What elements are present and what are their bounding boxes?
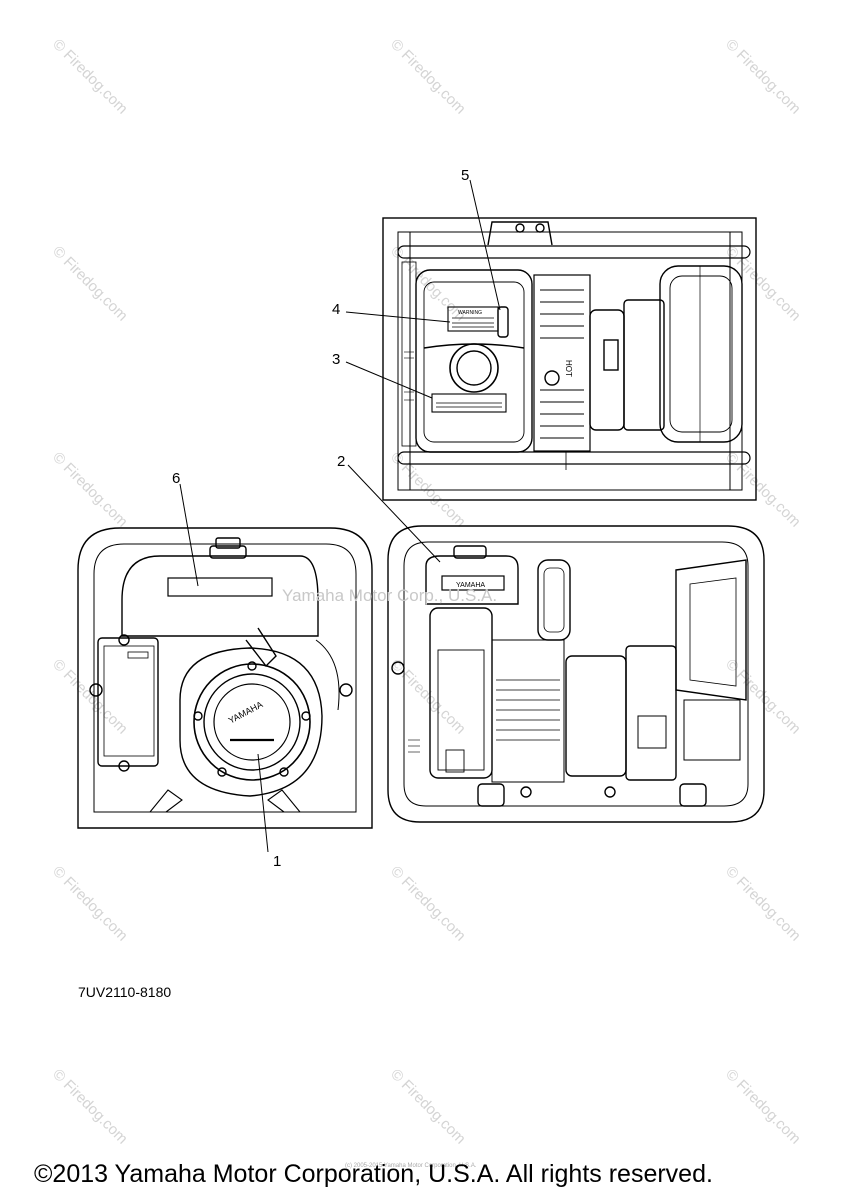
- watermark: © Firedog.com: [49, 36, 131, 118]
- watermark: © Firedog.com: [49, 656, 131, 738]
- callout-number-6: 6: [172, 470, 180, 487]
- part-code: 7UV2110-8180: [78, 984, 172, 1000]
- top-view-drawing: [382, 217, 757, 501]
- watermark: © Firedog.com: [722, 863, 804, 945]
- callout-number-1: 1: [273, 853, 281, 870]
- watermark: © Firedog.com: [49, 449, 131, 531]
- watermark: © Firedog.com: [387, 656, 469, 738]
- callout-number-5: 5: [461, 167, 469, 184]
- yamaha-side-text: YAMAHA: [456, 582, 485, 589]
- yamaha-front-text: YAMAHA: [227, 699, 265, 725]
- watermark: © Firedog.com: [387, 863, 469, 945]
- leader-line-1: [257, 753, 269, 853]
- watermark: © Firedog.com: [49, 863, 131, 945]
- leader-line-3: [345, 361, 433, 399]
- watermark: © Firedog.com: [722, 36, 804, 118]
- front-view-drawing: [77, 527, 373, 829]
- side-view-drawing: [387, 525, 765, 823]
- hot-label-text: HOT: [564, 360, 573, 377]
- watermark: © Firedog.com: [387, 1066, 469, 1148]
- leader-line-4: [345, 311, 451, 323]
- leader-line-6: [179, 483, 199, 587]
- warning-label-text: WARNING: [458, 310, 482, 316]
- copyright-footer: ©2013 Yamaha Motor Corporation, U.S.A. A…: [34, 1160, 713, 1188]
- small-copyright: (c) 2005-2015 Yamaha Motor Corporation, …: [345, 1163, 477, 1169]
- callout-number-4: 4: [332, 301, 340, 318]
- watermark: © Firedog.com: [49, 1066, 131, 1148]
- watermark: © Firedog.com: [722, 656, 804, 738]
- callout-number-2: 2: [337, 453, 345, 470]
- leader-line-2: [347, 464, 441, 563]
- callouts: [179, 179, 501, 853]
- watermark: © Firedog.com: [387, 36, 469, 118]
- watermark: © Firedog.com: [722, 1066, 804, 1148]
- watermark: © Firedog.com: [49, 243, 131, 325]
- center-watermark: Yamaha Motor Corp., U.S.A.: [282, 586, 498, 605]
- callout-number-3: 3: [332, 351, 340, 368]
- watermark: © Firedog.com: [722, 243, 804, 325]
- leader-line-5: [469, 179, 501, 311]
